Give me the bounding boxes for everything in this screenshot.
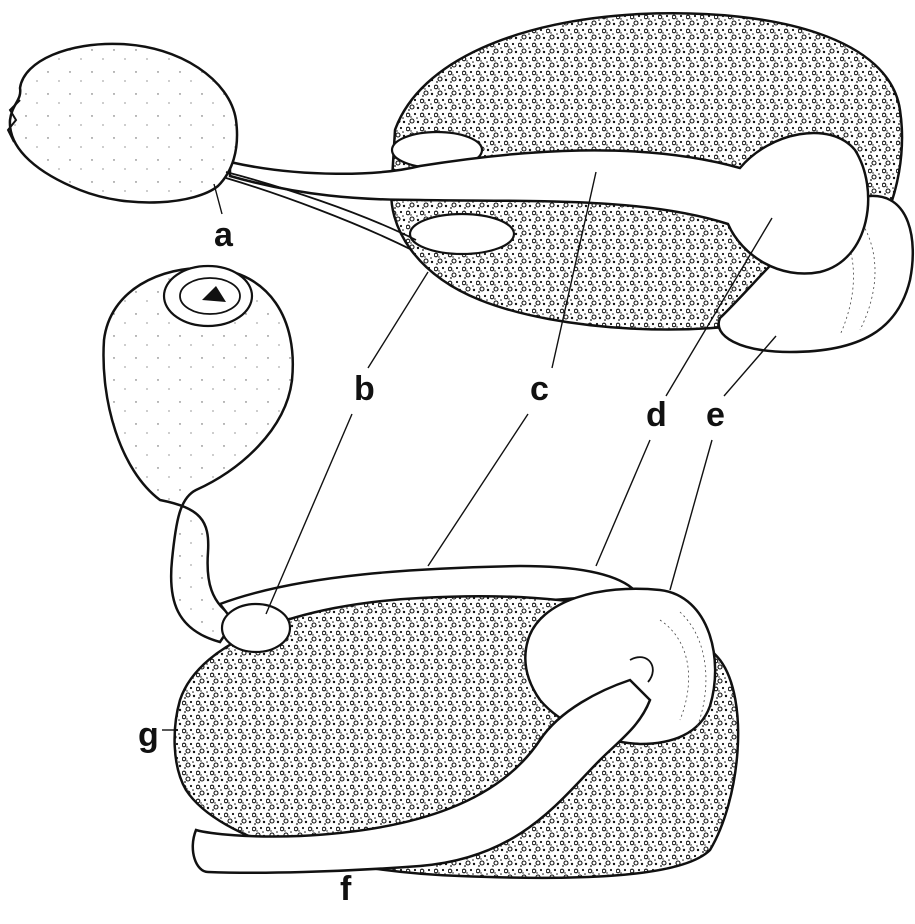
lower-small-oval-b [222,604,290,652]
label-c: c [530,372,549,406]
label-a: a [214,218,233,252]
label-f: f [340,872,351,906]
upper-bulb-a [10,44,237,203]
label-g: g [138,718,159,752]
upper-small-oval-b [410,214,514,254]
label-b: b [354,372,375,406]
label-d: d [646,398,667,432]
label-e: e [706,398,725,432]
